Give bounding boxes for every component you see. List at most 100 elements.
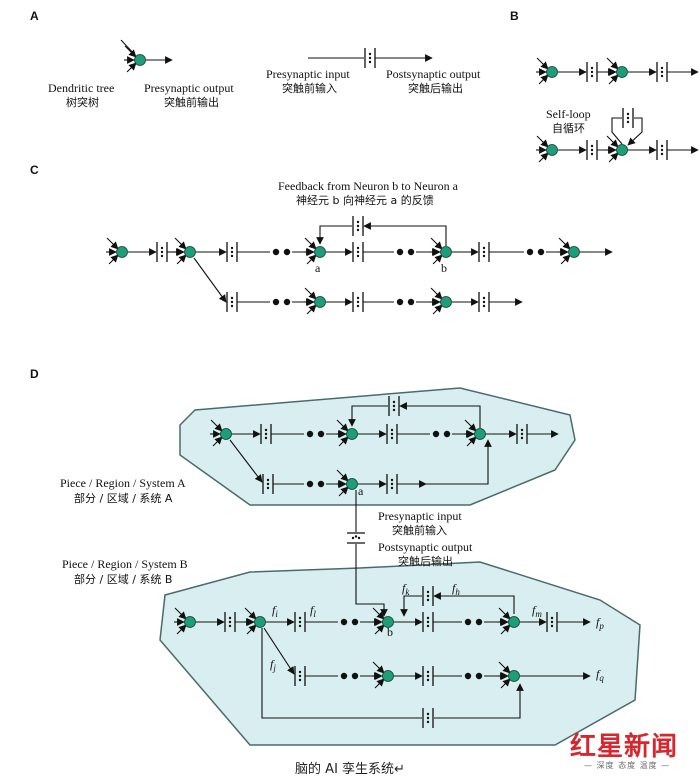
wire [336,419,349,432]
label-dendritic-tree-en: Dendritic tree [48,81,114,95]
neuron-node [568,246,580,258]
wire [464,419,477,432]
synapse-symbol [262,474,274,494]
wire [306,254,317,265]
wire [627,117,643,146]
synapse-symbol [656,140,668,160]
neuron-node [508,616,520,628]
watermark-subtitle: — 深度 态度 温度 — [584,761,671,770]
label-system-a-zh: 部分 / 区域 / 系统 A [74,491,173,505]
ellipsis-dot [537,248,545,256]
label-d-postsynaptic-output-zh: 突触后输出 [398,554,453,568]
wire [558,237,571,250]
wire [176,254,187,265]
wire [432,254,443,265]
ellipsis-dot [351,672,359,680]
ellipsis-dot [340,618,348,626]
wire [246,624,257,635]
neuron-node [134,54,146,66]
signal-fi: fi [272,603,278,619]
label-postsynaptic-output-zh: 突触后输出 [408,81,463,95]
wire [606,57,619,70]
wire [500,678,511,689]
synapse-symbol [586,62,598,82]
label-d-postsynaptic-output-en: Postsynaptic output [378,540,473,554]
wire [176,624,187,635]
neuron-node [220,428,232,440]
neuron-nodes [116,54,628,682]
synapse-symbol [422,586,434,606]
ellipsis-dot [475,618,483,626]
signal-fk: fk [402,581,410,597]
wire [374,624,385,635]
synapse-symbol [586,140,598,160]
wire [466,436,477,447]
wire [536,57,549,70]
ellipsis-dot [396,298,404,306]
synapse-symbol [422,708,434,728]
ellipsis-dot [407,298,415,306]
label-self-loop-zh: 自循环 [552,122,585,135]
wire [124,45,137,58]
label-d-presynaptic-input-zh: 突触前输入 [392,523,447,537]
wire [263,627,295,675]
wire [338,436,349,447]
wire [374,678,385,689]
watermark-title: 红星新闻 [570,732,679,762]
signal-fm: fm [532,603,542,619]
wire [316,225,352,245]
wire [611,117,623,145]
wire [306,304,317,315]
neuron-node [616,144,628,156]
wire [608,74,619,85]
wire [229,439,263,483]
synapse-symbol [352,242,364,262]
label-d-neuron-a: a [358,484,364,498]
wire [432,304,443,315]
label-postsynaptic-output-en: Postsynaptic output [386,67,481,81]
signal-fh: fh [452,581,460,597]
label-system-b-zh: 部分 / 区域 / 系统 B [74,572,172,586]
ellipsis-dot [317,430,325,438]
synapse-symbol [226,292,238,312]
wire [608,152,619,163]
wire [174,237,187,250]
synapse-symbol [656,62,668,82]
neuron-node [254,616,266,628]
label-dendritic-tree-zh: 树突树 [66,95,99,109]
wire [498,661,511,674]
ellipsis-dot [443,430,451,438]
neuron-node [546,66,558,78]
neuron-node [546,144,558,156]
ellipsis-dot [432,430,440,438]
synapse-symbol [352,292,364,312]
wire [372,661,385,674]
synapse-symbol [364,48,376,68]
wire [193,257,227,303]
wire [500,624,511,635]
wire [433,592,515,614]
wire [304,237,317,250]
watermark-logo: 红星新闻 — 深度 态度 温度 — [570,726,695,778]
ellipsis-dot [526,248,534,256]
ellipsis-dot [317,480,325,488]
synapse-symbol [260,424,272,444]
panel-label-a: A [30,9,39,23]
panel-label-b: B [510,9,519,23]
label-presynaptic-output-zh: 突触前输出 [164,95,219,109]
ellipsis-dot [272,298,280,306]
label-presynaptic-input-zh: 突触前输入 [282,81,337,95]
label-d-neuron-b: b [387,625,393,639]
neuron-node [116,246,128,258]
wire [560,254,571,265]
neuron-node [314,246,326,258]
ellipsis-dots [272,248,545,680]
wire [430,287,443,300]
ellipsis-dot [306,480,314,488]
wire [106,237,119,250]
neuron-node [440,246,452,258]
wire [430,237,443,250]
wire [244,607,257,620]
wire [174,607,187,620]
